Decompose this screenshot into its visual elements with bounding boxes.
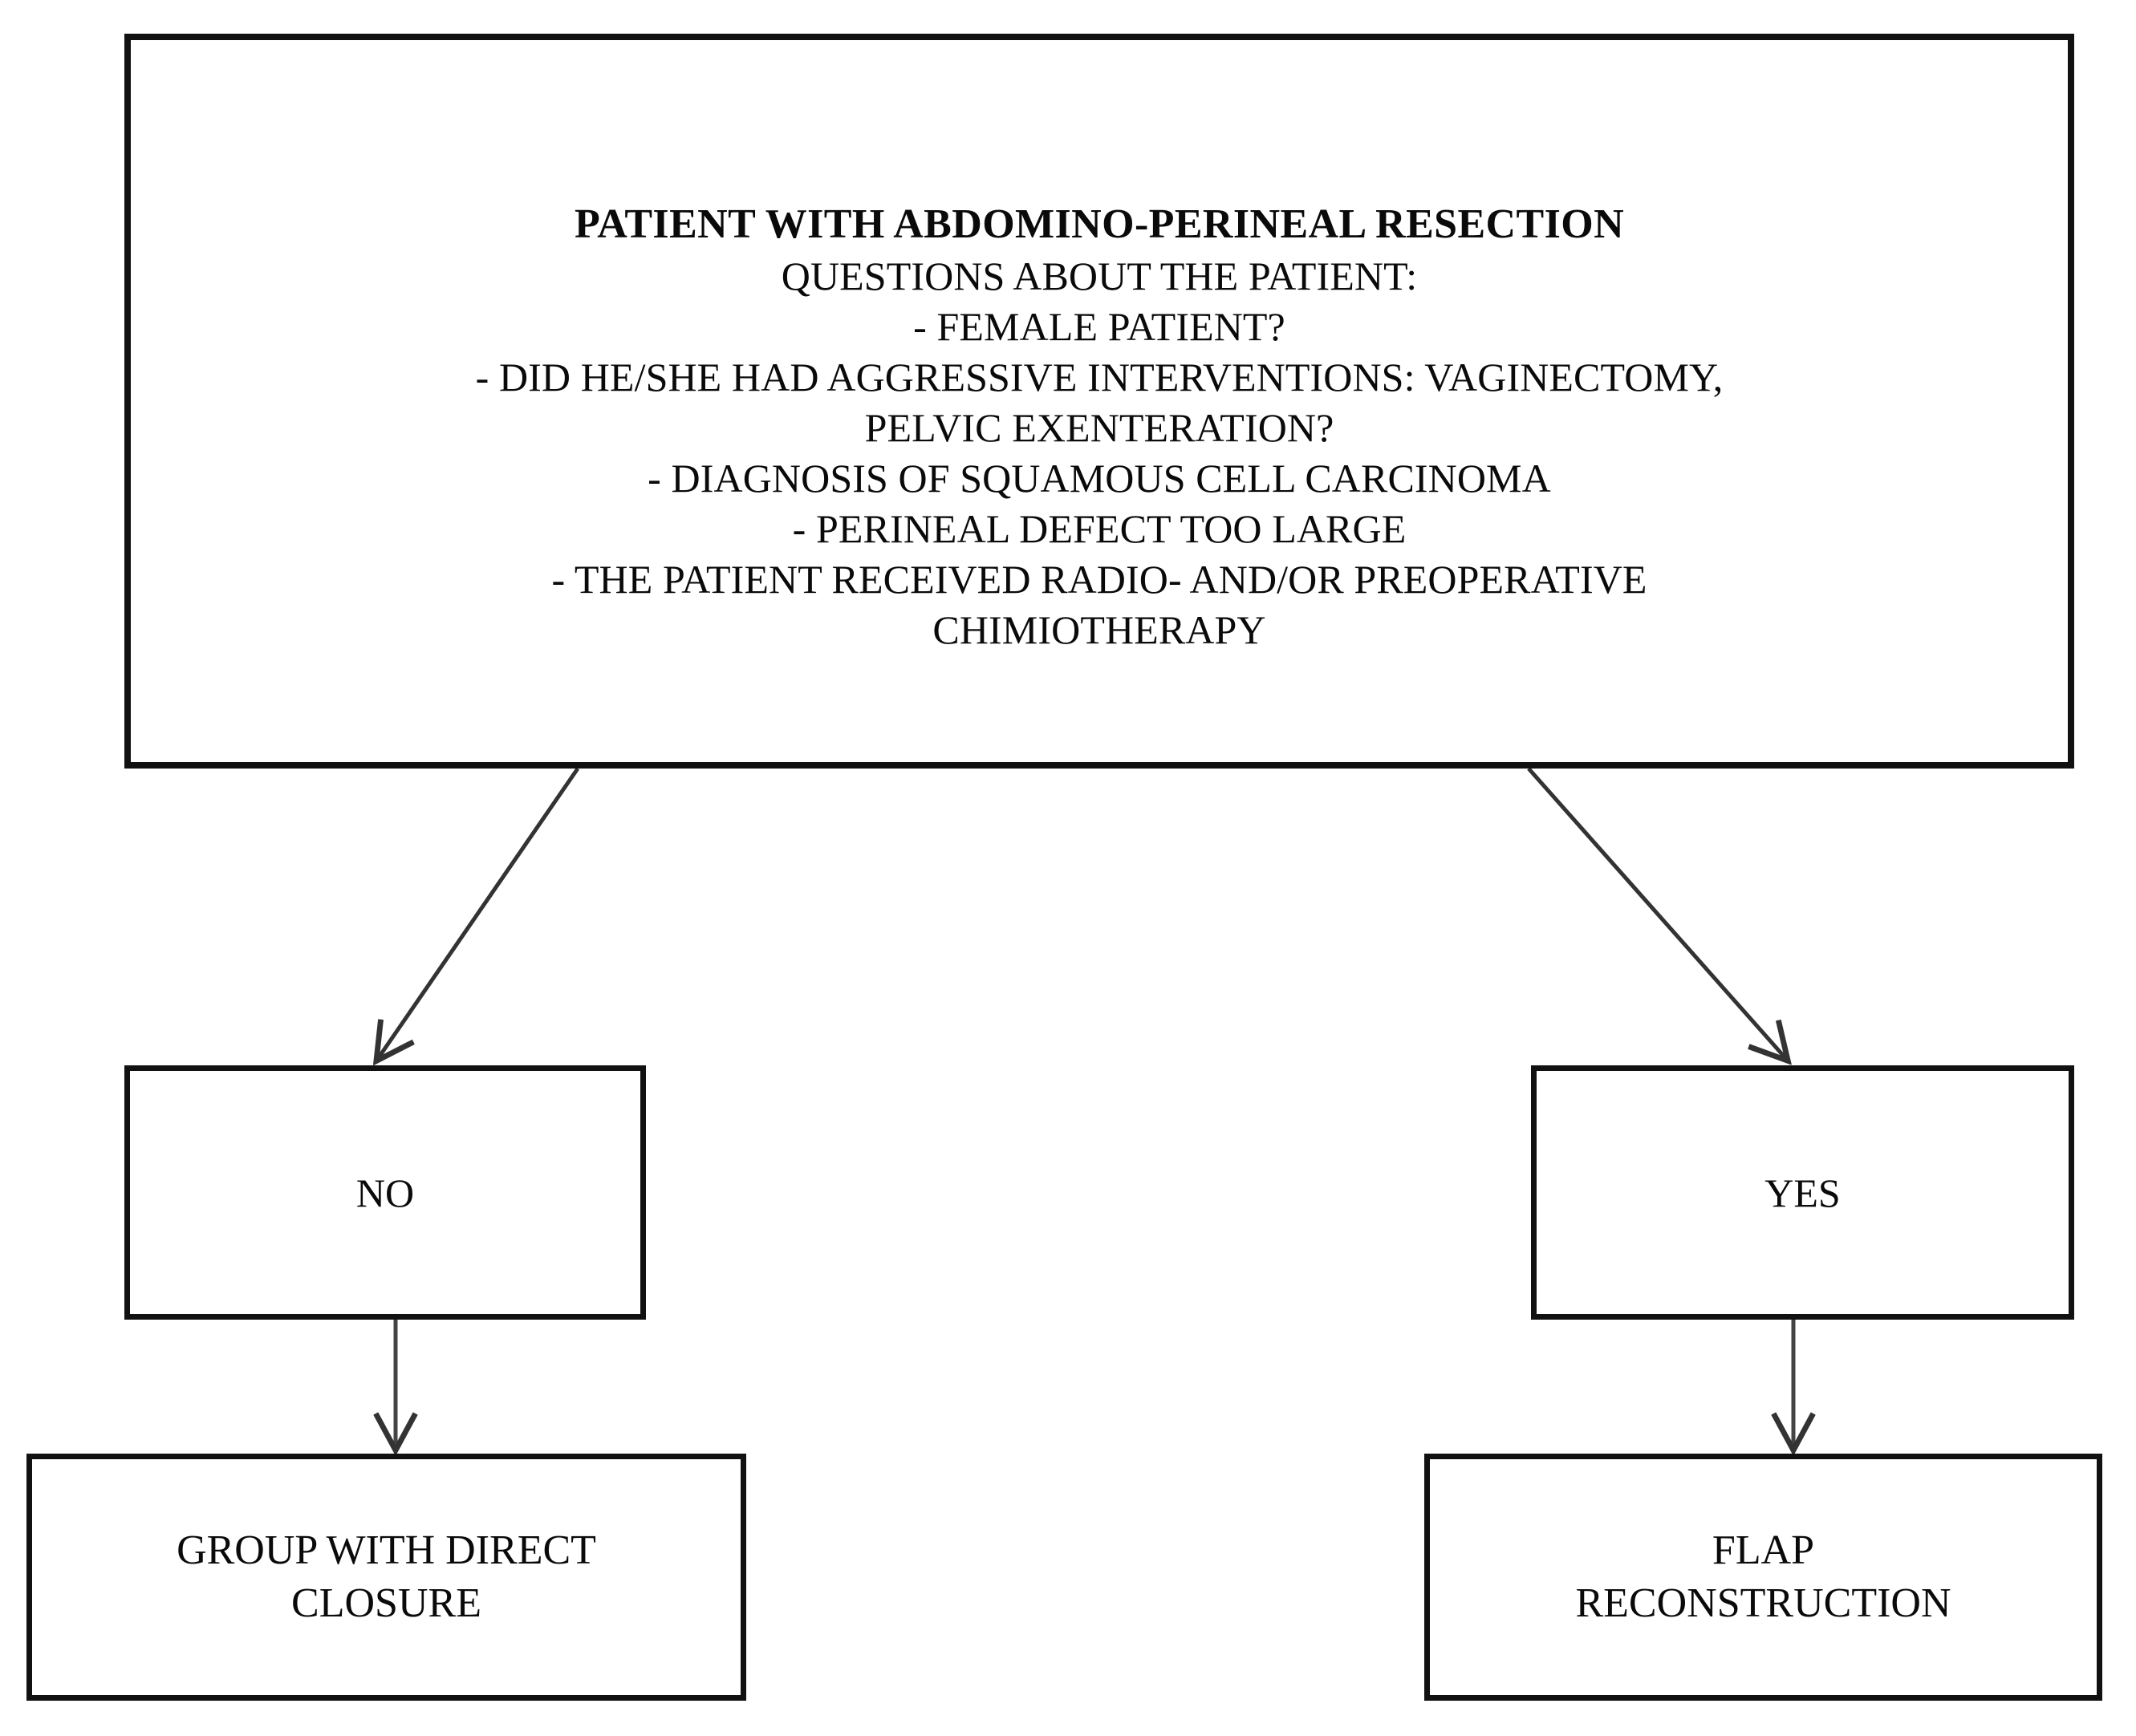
main-box-subtitle: QUESTIONS ABOUT THE PATIENT:	[781, 253, 1418, 298]
flap-reconstruction-label: FLAP RECONSTRUCTION	[1575, 1527, 1951, 1626]
group-direct-closure-label: GROUP WITH DIRECT CLOSURE	[177, 1527, 596, 1626]
patient-assessment-box: PATIENT WITH ABDOMINO-PERINEAL RESECTION…	[124, 34, 2074, 769]
yes-label: YES	[1764, 1170, 1841, 1215]
question-item-1: - FEMALE PATIENT?	[913, 303, 1285, 349]
no-box: NO	[124, 1065, 646, 1320]
question-item-5: - THE PATIENT RECEIVED RADIO- AND/OR PRE…	[551, 556, 1647, 652]
no-label: NO	[355, 1170, 415, 1215]
yes-box: YES	[1531, 1065, 2074, 1320]
group-box: GROUP WITH DIRECT CLOSURE	[26, 1454, 746, 1701]
question-item-2: - DID HE/SHE HAD AGGRESSIVE INTERVENTION…	[475, 354, 1724, 450]
main-to-no-arrow	[377, 767, 580, 1060]
question-item-3: - DIAGNOSIS OF SQUAMOUS CELL CARCINOMA	[648, 455, 1551, 501]
main-to-yes-arrow	[1527, 767, 1787, 1060]
flap-box: FLAP RECONSTRUCTION	[1424, 1454, 2102, 1701]
main-box-title: PATIENT WITH ABDOMINO-PERINEAL RESECTION	[574, 201, 1625, 248]
question-item-4: - PERINEAL DEFECT TOO LARGE	[792, 505, 1407, 551]
